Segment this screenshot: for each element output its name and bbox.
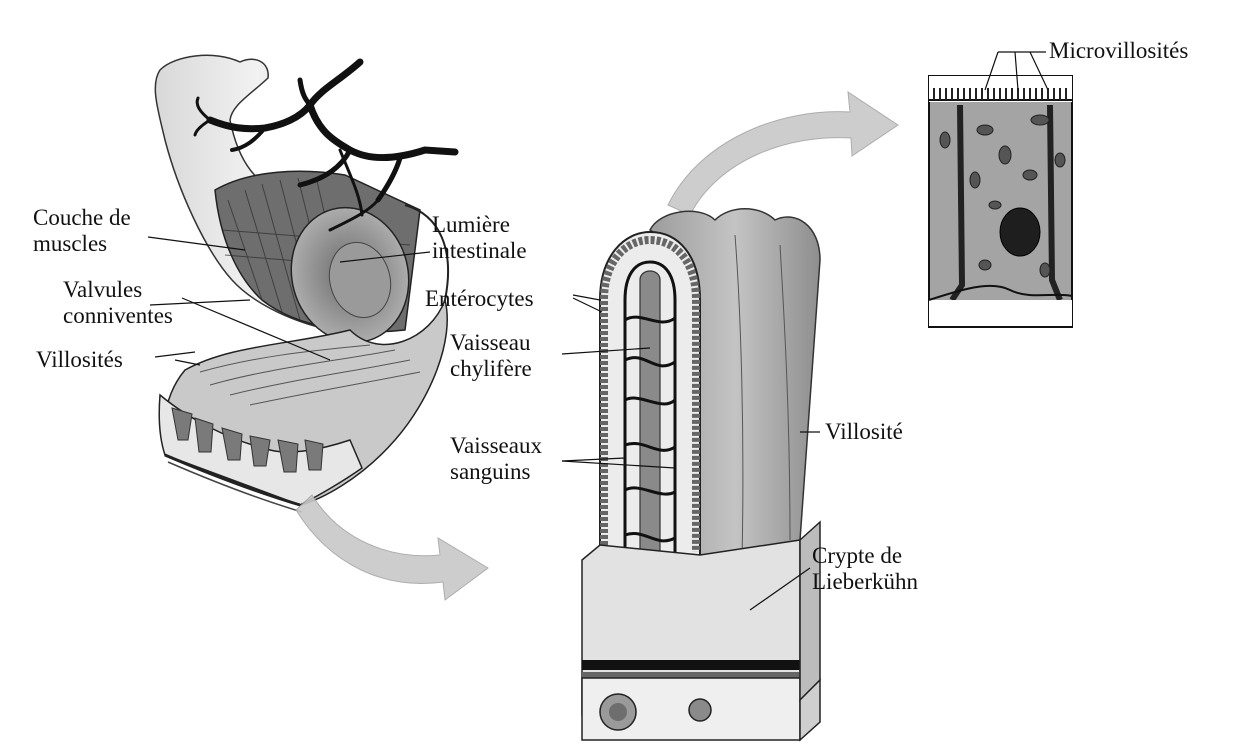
muscularis-band	[582, 660, 800, 670]
intestine-tube	[155, 55, 455, 512]
leader-lines	[148, 52, 1048, 610]
label-couche-de-muscles: Couche de muscles	[33, 205, 131, 257]
villus-section	[582, 209, 820, 740]
cell-nucleus	[1000, 208, 1040, 256]
label-villosite: Villosité	[825, 419, 903, 445]
label-valvules-conniventes: Valvules conniventes	[63, 277, 173, 329]
label-crypte-de-lieberkuhn: Crypte de Lieberkühn	[812, 543, 918, 595]
label-vaisseau-chylifere: Vaisseau chylifère	[450, 330, 532, 382]
label-microvillosites: Microvillosités	[1049, 38, 1188, 64]
arrow-to-cells	[668, 92, 898, 215]
label-lumiere-intestinale: Lumière intestinale	[432, 212, 527, 264]
label-vaisseaux-sanguins: Vaisseaux sanguins	[450, 433, 542, 485]
label-enterocytes: Entérocytes	[425, 286, 534, 312]
label-villosites: Villosités	[36, 347, 123, 373]
arrow-to-villus	[296, 495, 488, 600]
cell-inset	[929, 76, 1072, 327]
